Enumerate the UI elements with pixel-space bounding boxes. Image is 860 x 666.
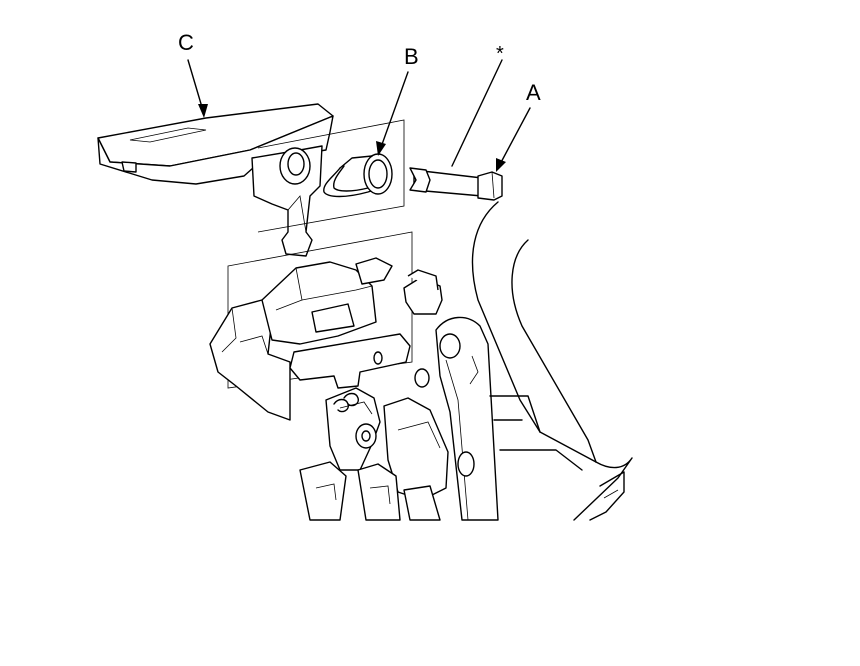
shifter-frame xyxy=(471,201,633,521)
label-b: B xyxy=(404,44,419,69)
part-a-pin xyxy=(409,167,503,201)
shifter-mechanism xyxy=(209,257,583,521)
label-star: * xyxy=(496,43,504,65)
leader-lines xyxy=(187,59,531,172)
part-b-spring-clip xyxy=(323,153,393,198)
label-c: C xyxy=(178,30,194,55)
part-c-lever xyxy=(97,103,334,257)
guide-plane-upper xyxy=(257,119,405,233)
label-a: A xyxy=(526,80,541,105)
